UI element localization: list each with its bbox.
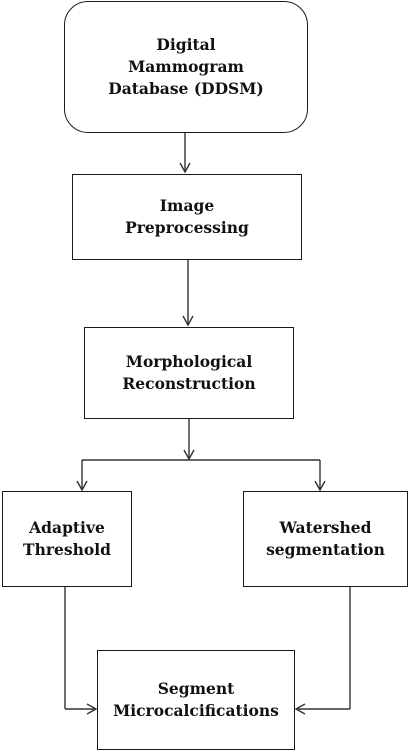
- node-ddsm-line-1: Digital: [156, 35, 216, 54]
- node-ddsm-line-2: Mammogram: [128, 57, 244, 76]
- node-image-preprocessing-line-1: Image: [159, 196, 215, 215]
- node-image-preprocessing-line-2: Preprocessing: [125, 218, 249, 237]
- node-image-preprocessing: Image Preprocessing: [72, 174, 302, 260]
- arrow-branch-to-watershed: [314, 460, 326, 492]
- node-adaptive-line-1: Adaptive: [29, 518, 105, 537]
- node-segment-microcalcifications: Segment Microcalcifications: [97, 650, 295, 750]
- arrow-adaptive-to-segment: [64, 587, 98, 715]
- node-watershed-line-2: segmentation: [266, 540, 385, 559]
- node-morphological-reconstruction: Morphological Reconstruction: [84, 327, 294, 419]
- node-ddsm-line-3: Database (DDSM): [108, 79, 264, 98]
- arrow-morphological-to-branch: [183, 419, 195, 461]
- node-morphological-line-2: Reconstruction: [122, 374, 256, 393]
- node-watershed-line-1: Watershed: [279, 518, 372, 537]
- arrow-preprocessing-to-morphological: [182, 260, 194, 327]
- node-segment-line-1: Segment: [157, 679, 235, 698]
- arrow-branch-to-adaptive: [76, 460, 88, 492]
- node-segment-line-2: Microcalcifications: [113, 701, 279, 720]
- node-ddsm: Digital Mammogram Database (DDSM): [64, 1, 308, 133]
- node-adaptive-line-2: Threshold: [23, 540, 111, 559]
- arrow-watershed-to-segment: [294, 587, 351, 715]
- node-adaptive-threshold: Adaptive Threshold: [2, 491, 132, 587]
- node-morphological-line-1: Morphological: [125, 352, 253, 371]
- arrow-ddsm-to-preprocessing: [179, 133, 191, 174]
- node-watershed-segmentation: Watershed segmentation: [243, 491, 408, 587]
